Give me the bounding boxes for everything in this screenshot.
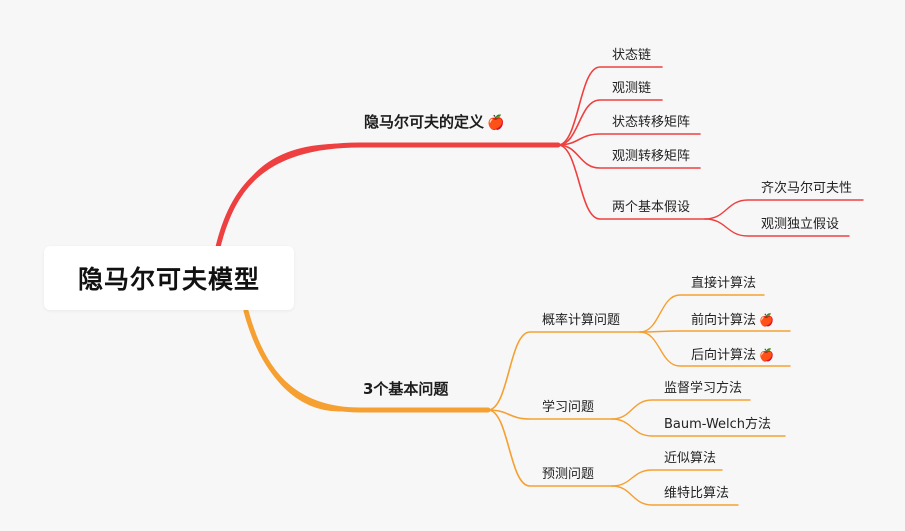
edge-def-state-matrix bbox=[557, 133, 701, 146]
node-forward-algorithm-label: 前向计算法 bbox=[691, 313, 757, 328]
node-observation-transition-matrix-label: 观测转移矩阵 bbox=[612, 149, 691, 164]
apple-icon: 🍎 bbox=[759, 313, 774, 327]
node-prediction-problem[interactable]: 预测问题 bbox=[542, 467, 594, 483]
edge-def-assumptions bbox=[557, 144, 706, 220]
node-state-transition-matrix-label: 状态转移矩阵 bbox=[612, 115, 691, 130]
node-approximation-algorithm-label: 近似算法 bbox=[664, 451, 717, 466]
apple-icon: 🍎 bbox=[759, 348, 774, 362]
node-baum-welch[interactable]: Baum-Welch方法 bbox=[664, 417, 771, 433]
edge-pc-forward bbox=[639, 330, 791, 333]
node-backward-algorithm[interactable]: 后向计算法🍎 bbox=[691, 347, 774, 364]
node-probability-computation-label: 概率计算问题 bbox=[542, 313, 621, 328]
node-two-basic-assumptions-label: 两个基本假设 bbox=[612, 200, 691, 215]
node-supervised-learning[interactable]: 监督学习方法 bbox=[664, 381, 742, 397]
edge-def-obs-chain bbox=[557, 99, 663, 146]
edge-root-definition-inner bbox=[216, 143, 347, 249]
branch-problems-label: 3个基本问题 bbox=[363, 380, 449, 398]
branch-definition-node[interactable]: 隐马尔可夫的定义🍎 bbox=[364, 112, 504, 133]
edge-def-state-chain bbox=[557, 66, 663, 146]
node-observation-independence-label: 观测独立假设 bbox=[761, 217, 840, 232]
node-observation-independence[interactable]: 观测独立假设 bbox=[761, 217, 839, 233]
edge-prob-prediction bbox=[487, 409, 613, 487]
node-forward-algorithm[interactable]: 前向计算法🍎 bbox=[691, 312, 774, 329]
node-viterbi-algorithm[interactable]: 维特比算法 bbox=[664, 486, 729, 502]
branch-definition-label: 隐马尔可夫的定义 bbox=[364, 113, 485, 131]
node-state-transition-matrix[interactable]: 状态转移矩阵 bbox=[612, 115, 690, 131]
edge-pc-direct bbox=[639, 294, 765, 333]
node-observation-chain-label: 观测链 bbox=[612, 81, 652, 96]
edge-pc-backward bbox=[639, 331, 791, 367]
node-supervised-learning-label: 监督学习方法 bbox=[664, 381, 743, 396]
apple-icon: 🍎 bbox=[487, 115, 505, 131]
node-observation-transition-matrix[interactable]: 观测转移矩阵 bbox=[612, 149, 690, 165]
branch-problems-node[interactable]: 3个基本问题 bbox=[363, 379, 448, 399]
edge-pred-viterbi bbox=[611, 485, 739, 506]
node-two-basic-assumptions[interactable]: 两个基本假设 bbox=[612, 200, 690, 216]
node-baum-welch-label: Baum-Welch方法 bbox=[664, 417, 772, 432]
node-direct-computation-label: 直接计算法 bbox=[691, 276, 757, 291]
node-observation-chain[interactable]: 观测链 bbox=[612, 81, 651, 97]
edge-prob-learning bbox=[487, 409, 613, 420]
node-backward-algorithm-label: 后向计算法 bbox=[691, 348, 757, 363]
edge-learn-supervised bbox=[611, 399, 751, 420]
node-state-chain[interactable]: 状态链 bbox=[612, 48, 651, 64]
edge-root-definition bbox=[215, 142, 561, 250]
edge-learn-baumwelch bbox=[611, 418, 786, 437]
node-direct-computation[interactable]: 直接计算法 bbox=[691, 276, 756, 292]
node-learning-problem[interactable]: 学习问题 bbox=[542, 400, 594, 416]
node-probability-computation[interactable]: 概率计算问题 bbox=[542, 313, 620, 329]
edge-assump-homogeneous bbox=[704, 199, 864, 220]
node-homogeneous-markov-label: 齐次马尔可夫性 bbox=[761, 181, 853, 196]
node-viterbi-algorithm-label: 维特比算法 bbox=[664, 486, 730, 501]
node-homogeneous-markov[interactable]: 齐次马尔可夫性 bbox=[761, 181, 852, 197]
edge-prob-probability bbox=[487, 331, 641, 411]
edge-root-problems-inner bbox=[244, 309, 342, 412]
edge-def-obs-matrix bbox=[557, 144, 701, 169]
node-prediction-problem-label: 预测问题 bbox=[542, 467, 595, 482]
root-node-label: 隐马尔可夫模型 bbox=[77, 265, 260, 294]
edge-pred-approx bbox=[611, 469, 723, 487]
edge-assump-independence bbox=[704, 218, 850, 237]
node-approximation-algorithm[interactable]: 近似算法 bbox=[664, 451, 716, 467]
node-learning-problem-label: 学习问题 bbox=[542, 400, 595, 415]
node-state-chain-label: 状态链 bbox=[612, 48, 652, 63]
root-node[interactable]: 隐马尔可夫模型 bbox=[44, 246, 294, 310]
